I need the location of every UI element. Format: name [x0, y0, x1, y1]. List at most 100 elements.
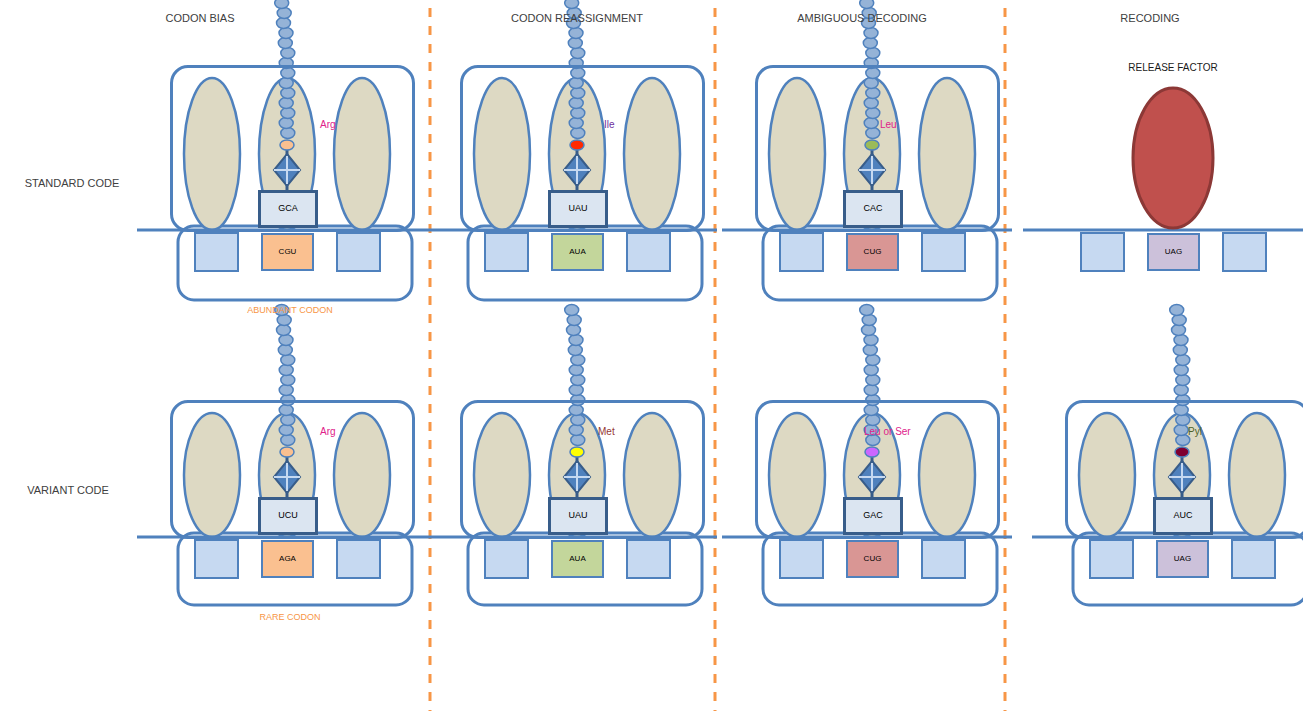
amino-acid-bead: [860, 305, 874, 316]
row-heading: VARIANT CODE: [27, 484, 109, 496]
amino-acid-bead: [866, 375, 880, 386]
amino-acid-label: Pyl: [1188, 426, 1202, 437]
charged-amino-acid: [280, 140, 294, 150]
codon-box: AUA: [551, 233, 604, 271]
amino-acid-bead: [565, 0, 579, 9]
amino-acid-bead: [866, 355, 880, 366]
codon-box: [1090, 540, 1133, 578]
trna-body: [859, 154, 885, 186]
amino-acid-bead: [571, 108, 585, 119]
amino-acid-bead: [281, 375, 295, 386]
amino-acid-bead: [281, 48, 295, 59]
trna-body: [1169, 461, 1195, 493]
trna-symbol: [564, 140, 590, 190]
codon-text: CGU: [263, 248, 312, 257]
release-factor-outline: [1133, 88, 1213, 228]
trna-site: [474, 78, 530, 230]
amino-acid-bead: [569, 98, 583, 109]
row-heading: STANDARD CODE: [25, 177, 120, 189]
trna-body: [274, 154, 300, 186]
amino-acid-bead: [1176, 375, 1190, 386]
mrna-strand: [1023, 229, 1303, 232]
amino-acid-label: Ile: [604, 119, 615, 130]
codon-text: UAG: [1149, 248, 1198, 257]
codon-note: ABUNDANT CODON: [247, 306, 332, 316]
codon-text: GCA: [261, 204, 315, 214]
codon-box: [1232, 540, 1275, 578]
amino-acid-bead: [569, 385, 583, 396]
large-subunit: ArgUCU: [170, 400, 415, 539]
codon-text: AUA: [553, 555, 602, 564]
codon-box: UAG: [1147, 233, 1200, 271]
codon-box: [337, 540, 380, 578]
codon-box: [922, 540, 965, 578]
amino-acid-bead: [864, 28, 878, 39]
amino-acid-bead: [864, 98, 878, 109]
amino-acid-bead: [279, 118, 293, 129]
codon-text: UAU: [551, 511, 605, 521]
codon-box: AUA: [551, 540, 604, 578]
trna-site: [624, 413, 680, 537]
trna-arm: [871, 156, 873, 184]
codon-box: CUG: [846, 540, 899, 578]
column-heading: RECODING: [1120, 12, 1179, 24]
trna-site: [1079, 413, 1135, 537]
amino-acid-bead: [866, 415, 880, 426]
small-subunit: [468, 533, 702, 605]
trna-site: [1229, 413, 1285, 537]
codon-box: [337, 233, 380, 271]
large-subunit: ArgGCA: [170, 65, 415, 232]
charged-amino-acid: [1175, 447, 1189, 457]
amino-acid-bead: [1174, 335, 1188, 346]
amino-acid-bead: [279, 385, 293, 396]
amino-acid-bead: [571, 375, 585, 386]
amino-acid-bead: [1172, 315, 1186, 326]
trna-symbol: [564, 447, 590, 497]
codon-box: UAG: [1156, 540, 1209, 578]
amino-acid-label: Met: [598, 426, 615, 437]
small-subunit: [1073, 533, 1303, 605]
charged-amino-acid: [570, 140, 584, 150]
trna-body: [564, 154, 590, 186]
amino-acid-bead: [1174, 425, 1188, 436]
charged-amino-acid: [280, 447, 294, 457]
codon-box: [485, 233, 528, 271]
amino-acid-bead: [569, 365, 583, 376]
amino-acid-bead: [571, 128, 585, 139]
codon-text: AGA: [263, 555, 312, 564]
trna-site: [334, 413, 390, 537]
amino-acid-bead: [281, 355, 295, 366]
amino-acid-bead: [864, 118, 878, 129]
amino-acid-bead: [281, 435, 295, 446]
codon-box: [1223, 233, 1266, 271]
amino-acid-bead: [864, 385, 878, 396]
codon-text: GAC: [846, 511, 900, 521]
trna-arm: [286, 463, 288, 491]
amino-acid-bead: [571, 48, 585, 59]
column-heading: CODON BIAS: [165, 12, 234, 24]
anticodon-box: CAC: [843, 190, 903, 228]
charged-amino-acid: [865, 447, 879, 457]
small-subunit: [763, 226, 997, 300]
anticodon-box: AUC: [1153, 497, 1213, 535]
amino-acid-bead: [1176, 435, 1190, 446]
large-subunit: IleUAU: [460, 65, 705, 232]
amino-acid-bead: [281, 415, 295, 426]
amino-acid-bead: [1174, 385, 1188, 396]
amino-acid-bead: [1170, 305, 1184, 316]
large-subunit: LeuCAC: [755, 65, 1000, 232]
amino-acid-bead: [275, 0, 289, 9]
amino-acid-bead: [571, 355, 585, 366]
amino-acid-bead: [277, 315, 291, 326]
amino-acid-bead: [862, 315, 876, 326]
codon-box: [627, 233, 670, 271]
trna-symbol: [859, 447, 885, 497]
anticodon-box: UCU: [258, 497, 318, 535]
amino-acid-bead: [866, 128, 880, 139]
amino-acid-bead: [1174, 365, 1188, 376]
trna-site: [769, 78, 825, 230]
trna-site: [474, 413, 530, 537]
amino-acid-bead: [571, 415, 585, 426]
amino-acid-bead: [866, 88, 880, 99]
amino-acid-bead: [1176, 355, 1190, 366]
